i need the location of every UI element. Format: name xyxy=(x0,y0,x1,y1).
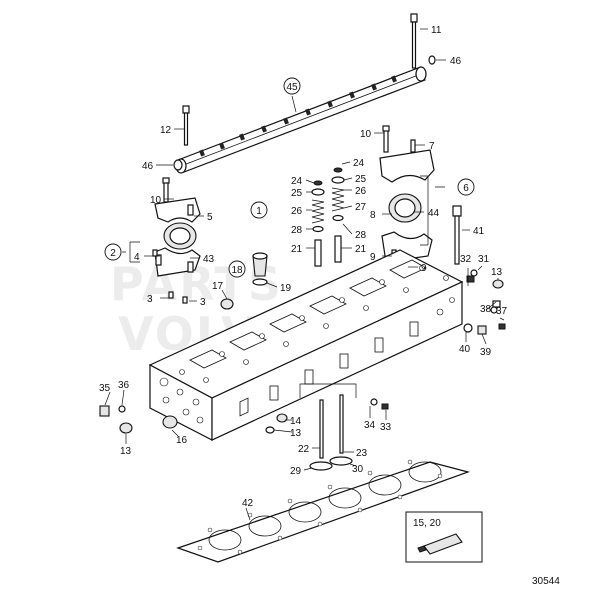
callout-39: 39 xyxy=(480,347,492,358)
callout-44: 44 xyxy=(428,208,440,219)
bolt-41 xyxy=(452,205,462,265)
callout-34: 34 xyxy=(364,420,376,431)
callout-21-right: 21 xyxy=(355,244,367,255)
callout-25-left: 25 xyxy=(291,188,303,199)
sealant-tube-icon xyxy=(423,533,463,555)
callout-37: 37 xyxy=(496,306,508,317)
callout-circles xyxy=(104,77,475,278)
callout-9-right: 9 xyxy=(421,263,427,274)
washer-34 xyxy=(370,398,378,406)
plug-17 xyxy=(220,298,234,310)
callout-12: 12 xyxy=(160,125,172,136)
callout-23: 23 xyxy=(356,448,368,459)
leader-lines xyxy=(104,28,505,521)
callout-9-left: 9 xyxy=(370,252,376,263)
callout-46-left: 46 xyxy=(142,161,154,172)
bearing-cap-right xyxy=(379,125,435,271)
callout-13-left: 13 xyxy=(120,446,132,457)
bearing-cap-left xyxy=(152,177,201,304)
callout-29: 29 xyxy=(290,466,302,477)
callout-35: 35 xyxy=(99,383,111,394)
callout-31: 31 xyxy=(478,254,490,265)
front-plugs xyxy=(99,405,178,434)
callout-3-left: 3 xyxy=(147,294,153,305)
callout-3-right: 3 xyxy=(200,297,206,308)
callout-38: 38 xyxy=(480,304,492,315)
callout-41: 41 xyxy=(473,226,485,237)
callout-17: 17 xyxy=(212,281,224,292)
bolt-12 xyxy=(182,105,190,146)
callout-24-right: 24 xyxy=(353,158,365,169)
callout-6: 6 xyxy=(463,183,469,194)
washer-46-top xyxy=(428,55,436,65)
callout-28-left: 28 xyxy=(291,225,303,236)
callout-33: 33 xyxy=(380,422,392,433)
callout-11: 11 xyxy=(431,25,442,36)
inset-label: 15, 20 xyxy=(413,518,441,529)
callout-24-left: 24 xyxy=(291,176,303,187)
callout-13-mid: 13 xyxy=(290,428,302,439)
callout-5: 5 xyxy=(207,212,213,223)
callout-19: 19 xyxy=(280,283,292,294)
callout-32: 32 xyxy=(460,254,472,265)
drawing-number: 30544 xyxy=(532,576,560,587)
plug-13 xyxy=(265,426,275,434)
callout-8: 8 xyxy=(370,210,376,221)
callout-13-right: 13 xyxy=(491,267,503,278)
callout-18: 18 xyxy=(231,265,243,276)
callout-10-right: 10 xyxy=(360,129,372,140)
callout-21-left: 21 xyxy=(291,244,303,255)
callout-2: 2 xyxy=(110,248,116,259)
valve-springs xyxy=(311,167,345,267)
callout-4: 4 xyxy=(134,252,140,263)
injector-sleeve xyxy=(252,252,268,286)
washer-46-left xyxy=(173,159,183,171)
callout-26-left: 26 xyxy=(291,206,303,217)
callout-46-top: 46 xyxy=(450,56,462,67)
callout-14: 14 xyxy=(290,416,302,427)
bolt-33 xyxy=(381,403,389,410)
callout-labels: 45 1 2 18 6 11 46 12 46 10 7 10 5 4 43 3… xyxy=(99,25,560,587)
callout-1: 1 xyxy=(256,206,262,217)
callout-30: 30 xyxy=(352,464,364,475)
bolt-11 xyxy=(410,13,418,69)
callout-16: 16 xyxy=(176,435,188,446)
plug-14 xyxy=(276,413,288,423)
callout-27: 27 xyxy=(355,202,367,213)
cylinder-head xyxy=(148,249,464,441)
callout-25-right: 25 xyxy=(355,174,367,185)
callout-22: 22 xyxy=(298,444,310,455)
side-fittings xyxy=(463,269,506,335)
inset-sealant: 15, 20 xyxy=(405,511,483,563)
callout-7: 7 xyxy=(429,141,435,152)
callout-26-right: 26 xyxy=(355,186,367,197)
callout-28-right: 28 xyxy=(355,230,367,241)
callout-10-left: 10 xyxy=(150,195,162,206)
callout-43: 43 xyxy=(203,254,215,265)
valves xyxy=(309,394,353,471)
callout-36: 36 xyxy=(118,380,130,391)
callout-40: 40 xyxy=(459,344,471,355)
callout-45: 45 xyxy=(286,82,298,93)
callout-42: 42 xyxy=(242,498,254,509)
camshaft xyxy=(175,66,427,174)
